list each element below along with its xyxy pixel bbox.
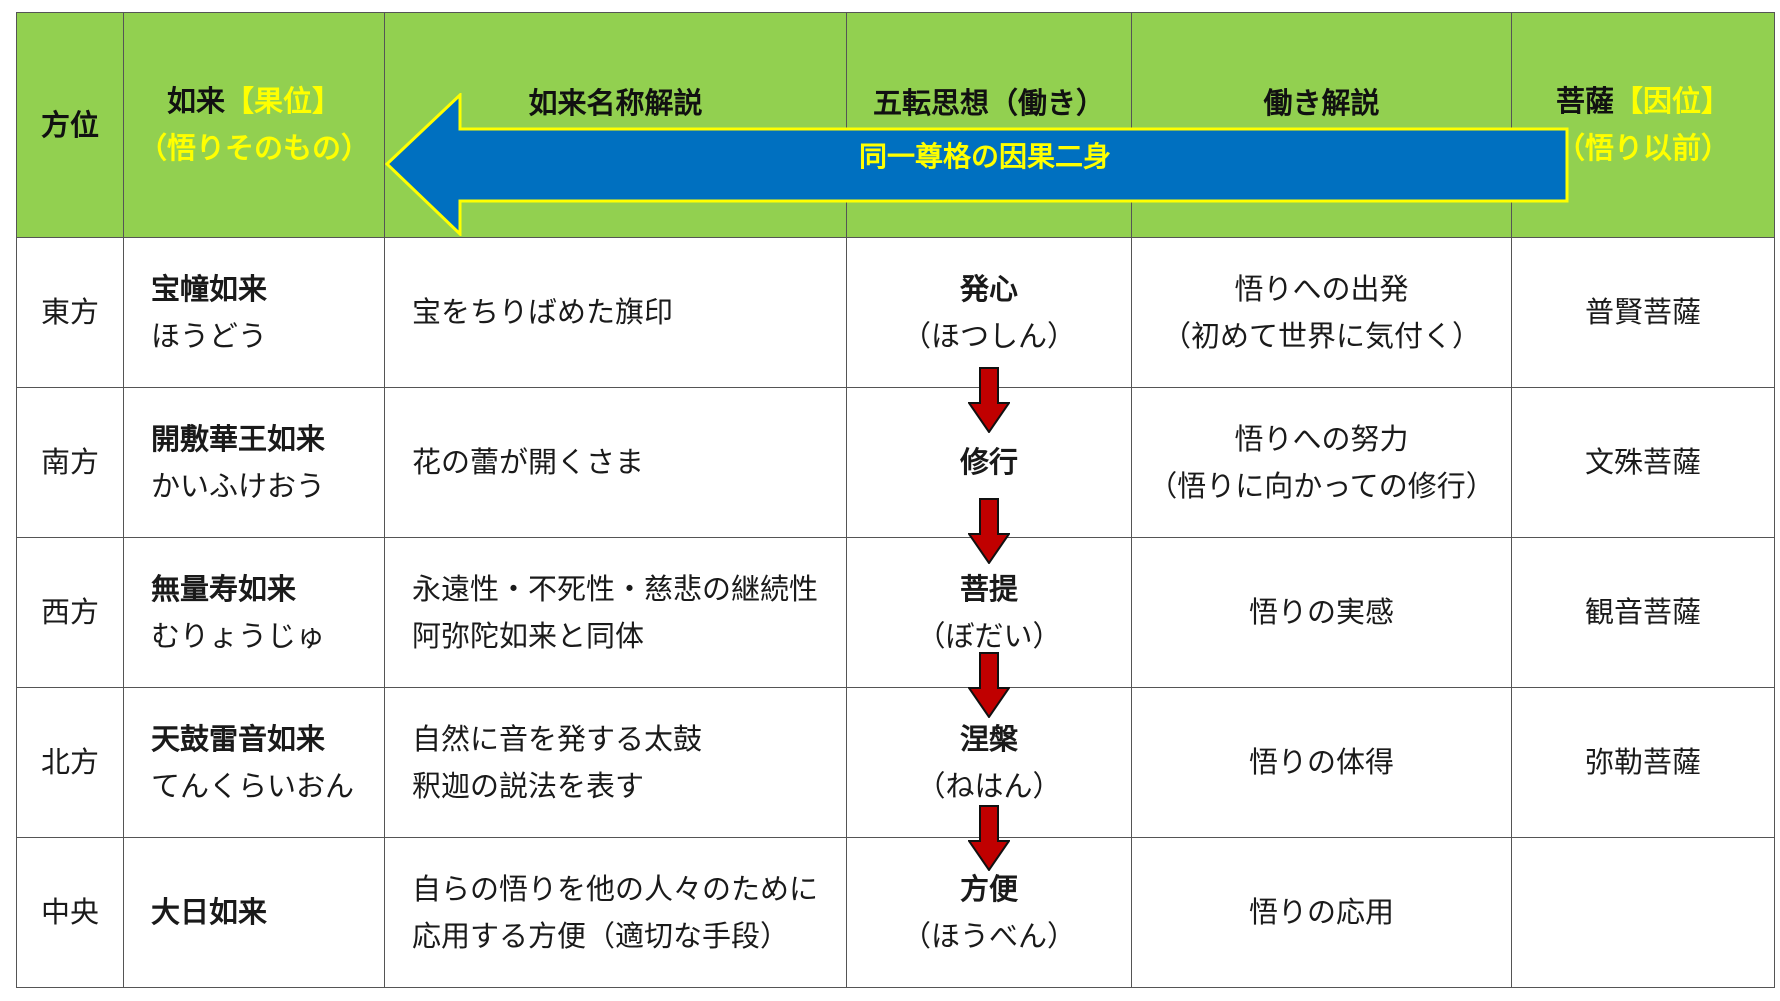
work-line: 悟りの体得 (1248, 745, 1394, 779)
header-goten: 五転思想（働き） (846, 12, 1132, 238)
arrow-label: 同一尊格の因果二身 (858, 140, 1111, 173)
nyorai-cell: 無量寿如来 むりょうじゅ (123, 537, 385, 688)
goten-reading: （ぼだい） (916, 618, 1062, 653)
bosatsu-cell: 普賢菩薩 (1511, 237, 1775, 388)
goten-name: 修行 (959, 445, 1018, 479)
explanation-line: 自然に音を発する太鼓 (412, 721, 703, 756)
header-nyorai-tag: 【果位】 (225, 84, 342, 118)
direction-cell: 西方 (16, 537, 124, 688)
explanation-line: 応用する方便（適切な手段） (412, 918, 790, 953)
down-arrow-icon (968, 367, 1010, 433)
nyorai-name: 大日如来 (151, 895, 268, 929)
explanation-line: 宝をちりばめた旗印 (412, 295, 674, 329)
header-bosatsu-label: 菩薩 (1555, 84, 1614, 118)
header-nyorai-sub: （悟りそのもの） (137, 131, 370, 165)
down-arrow-icon (968, 498, 1010, 564)
work-explanation-cell: 悟りの体得 (1131, 687, 1512, 838)
nyorai-reading: てんくらいおん (151, 768, 355, 803)
header-nyorai: 如来【果位】 （悟りそのもの） (123, 12, 385, 238)
work-line: （初めて世界に気付く） (1161, 318, 1481, 353)
goten-reading: （ほつしん） (901, 318, 1076, 353)
goten-reading: （ほうべん） (901, 918, 1076, 953)
work-explanation-cell: 悟りの応用 (1131, 837, 1512, 988)
table-row: 南方 開敷華王如来 かいふけおう 花の蕾が開くさま 修行 悟りへの努力 （悟りに… (16, 387, 1775, 538)
goten-cell: 発心 （ほつしん） (846, 237, 1132, 388)
nyorai-reading: かいふけおう (151, 468, 326, 503)
work-explanation-cell: 悟りの実感 (1131, 537, 1512, 688)
header-bosatsu-sub: （悟り以前） (1555, 131, 1730, 165)
work-line: 悟りへの努力 (1234, 421, 1409, 456)
down-arrow-icon (968, 805, 1010, 871)
nyorai-name: 宝幢如来 (151, 271, 268, 306)
goten-reading: （ねはん） (916, 768, 1062, 803)
bosatsu-cell: 文殊菩薩 (1511, 387, 1775, 538)
header-name-explanation: 如来名称解説 (384, 12, 847, 238)
goten-name: 涅槃 (959, 721, 1018, 756)
table-row: 中央 大日如来 自らの悟りを他の人々のために 応用する方便（適切な手段） 方便 … (16, 837, 1775, 988)
direction-cell: 南方 (16, 387, 124, 538)
nyorai-name: 開敷華王如来 (151, 421, 326, 456)
work-line: （悟りに向かっての修行） (1148, 468, 1495, 503)
bosatsu-cell: 弥勒菩薩 (1511, 687, 1775, 838)
goten-name: 菩提 (959, 571, 1018, 606)
nyorai-reading: むりょうじゅ (151, 618, 326, 653)
table-row: 東方 宝幢如来 ほうどう 宝をちりばめた旗印 発心 （ほつしん） 悟りへの出発 … (16, 237, 1775, 388)
explanation-line: 永遠性・不死性・慈悲の継続性 (412, 571, 819, 606)
work-line: 悟りへの出発 (1234, 271, 1409, 306)
name-explanation-cell: 永遠性・不死性・慈悲の継続性 阿弥陀如来と同体 (384, 537, 847, 688)
header-nyorai-label: 如来 (166, 84, 225, 118)
table-header-row: 方位 如来【果位】 （悟りそのもの） 如来名称解説 五転思想（働き） 働き解説 (16, 12, 1775, 238)
header-work-explanation: 働き解説 (1131, 12, 1512, 238)
nyorai-cell: 天鼓雷音如来 てんくらいおん (123, 687, 385, 838)
nyorai-cell: 宝幢如来 ほうどう (123, 237, 385, 388)
header-bosatsu-tag: 【因位】 (1614, 84, 1731, 118)
direction-cell: 北方 (16, 687, 124, 838)
explanation-line: 阿弥陀如来と同体 (412, 618, 645, 653)
direction-cell: 東方 (16, 237, 124, 388)
nyorai-cell: 大日如来 (123, 837, 385, 988)
goten-name: 方便 (959, 871, 1018, 906)
work-explanation-cell: 悟りへの出発 （初めて世界に気付く） (1131, 237, 1512, 388)
table-row: 北方 天鼓雷音如来 てんくらいおん 自然に音を発する太鼓 釈迦の説法を表す 涅槃… (16, 687, 1775, 838)
name-explanation-cell: 自然に音を発する太鼓 釈迦の説法を表す (384, 687, 847, 838)
nyorai-name: 天鼓雷音如来 (151, 721, 326, 756)
work-line: 悟りの実感 (1248, 595, 1394, 629)
nyorai-cell: 開敷華王如来 かいふけおう (123, 387, 385, 538)
bosatsu-cell: 観音菩薩 (1511, 537, 1775, 688)
header-bosatsu: 菩薩【因位】 （悟り以前） (1511, 12, 1775, 238)
header-direction: 方位 (16, 12, 124, 238)
explanation-line: 花の蕾が開くさま (412, 445, 645, 479)
explanation-line: 自らの悟りを他の人々のために (412, 871, 819, 906)
nyorai-reading: ほうどう (151, 318, 268, 353)
table-row: 西方 無量寿如来 むりょうじゅ 永遠性・不死性・慈悲の継続性 阿弥陀如来と同体 … (16, 537, 1775, 688)
nyorai-name: 無量寿如来 (151, 571, 297, 606)
explanation-line: 釈迦の説法を表す (412, 768, 645, 803)
name-explanation-cell: 花の蕾が開くさま (384, 387, 847, 538)
name-explanation-cell: 自らの悟りを他の人々のために 応用する方便（適切な手段） (384, 837, 847, 988)
work-explanation-cell: 悟りへの努力 （悟りに向かっての修行） (1131, 387, 1512, 538)
direction-cell: 中央 (16, 837, 124, 988)
name-explanation-cell: 宝をちりばめた旗印 (384, 237, 847, 388)
bosatsu-cell (1511, 837, 1775, 988)
goten-name: 発心 (959, 271, 1018, 306)
down-arrow-icon (968, 652, 1010, 718)
work-line: 悟りの応用 (1248, 895, 1394, 929)
